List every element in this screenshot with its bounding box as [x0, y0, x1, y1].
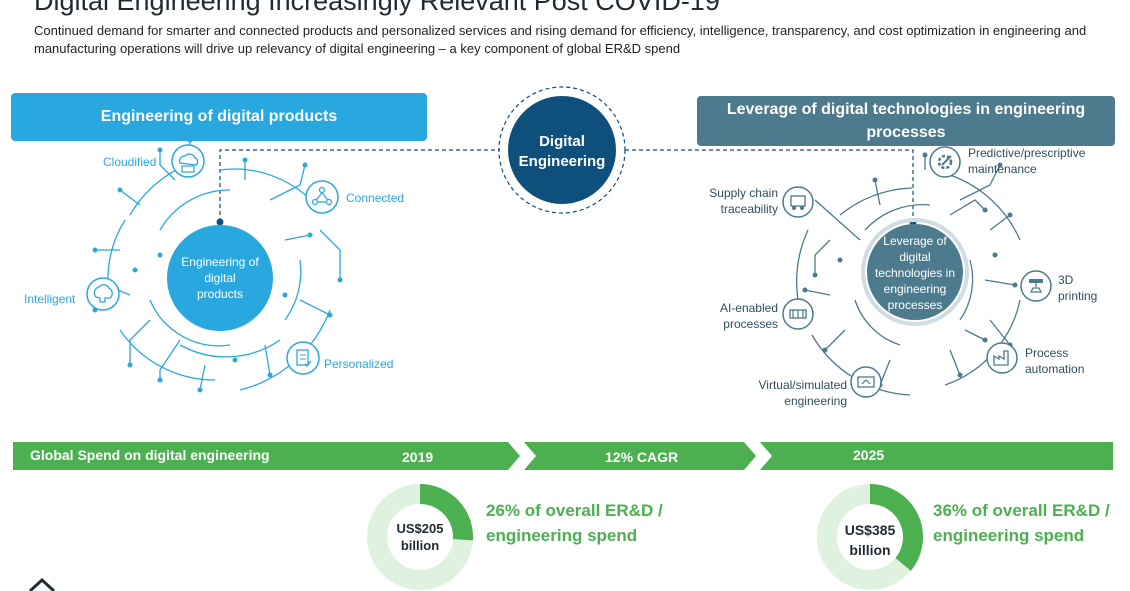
donut-2025-share-arc [869, 484, 923, 571]
donut-2019-label: US$205 billion [380, 520, 460, 554]
node-label-ai-enabled: AI-enabled processes [719, 301, 778, 331]
node-label-personalized: Personalized [324, 357, 394, 371]
donut-2025-label: US$385 billion [830, 520, 910, 560]
page-title: Digital Engineering Increasingly Relevan… [34, 0, 720, 16]
donut-2019-amount: US$205 [396, 521, 444, 536]
chevron-up-icon [28, 577, 56, 591]
right-hub-label: Leverage of digital technologies in engi… [874, 234, 956, 312]
node-label-process-automation: Process automation [1025, 346, 1085, 376]
donut-2019-unit: billion [400, 538, 440, 553]
brain-icon [86, 277, 120, 311]
spend-label: Global Spend on digital engineering [30, 447, 270, 463]
right-hub [867, 224, 963, 320]
node-label-predictive: Predictive/prescriptive maintenance [968, 146, 1086, 176]
donut-2019-caption: 26% of overall ER&D / engineering spend [486, 501, 663, 545]
donut-2025-unit: billion [849, 542, 891, 558]
dashed-connectors [219, 149, 914, 222]
left-hub-label: Engineering of digital products [181, 255, 259, 301]
right-banner: Leverage of digital technologies in engi… [697, 96, 1115, 146]
donut-2019 [367, 484, 473, 590]
center-dashed-ring [498, 86, 626, 214]
right-circuit [796, 155, 1021, 396]
gear-wrench-icon [929, 146, 961, 178]
left-hub [167, 225, 273, 331]
donut-2025-caption: 36% of overall ER&D / engineering spend [933, 501, 1110, 545]
left-connector-dot [216, 218, 224, 226]
node-label-intelligent: Intelligent [24, 292, 76, 306]
network-icon [305, 180, 339, 214]
node-label-virtual: Virtual/simulated engineering [758, 378, 848, 408]
node-label-cloudified: Cloudified [103, 155, 157, 169]
factory-icon [986, 342, 1018, 374]
donut-2025 [817, 484, 923, 590]
node-label-supply-chain: Supply chain traceability [709, 186, 778, 216]
document-check-icon [286, 341, 320, 375]
year-2025-label: 2025 [853, 447, 885, 463]
node-label-3d-printing: 3D printing [1058, 273, 1098, 303]
supply-chain-icon [782, 186, 814, 218]
cloud-icon [171, 144, 205, 178]
left-banner: Engineering of digital products [11, 93, 427, 141]
cagr-label: 12% CAGR [605, 449, 679, 465]
center-hub-label: Digital Engineering [518, 133, 606, 170]
year-2019-label: 2019 [402, 449, 434, 465]
center-hub [508, 96, 616, 204]
node-label-connected: Connected [346, 191, 405, 205]
simulation-icon [850, 366, 882, 398]
3d-printer-icon [1020, 270, 1052, 302]
spend-arrow-bar [13, 442, 1113, 470]
page-subtitle: Continued demand for smarter and connect… [34, 23, 1087, 56]
donut-2025-amount: US$385 [844, 522, 896, 538]
right-hub-ring [861, 218, 969, 326]
ai-chip-icon [782, 298, 814, 330]
donut-2019-share-arc [419, 484, 473, 541]
